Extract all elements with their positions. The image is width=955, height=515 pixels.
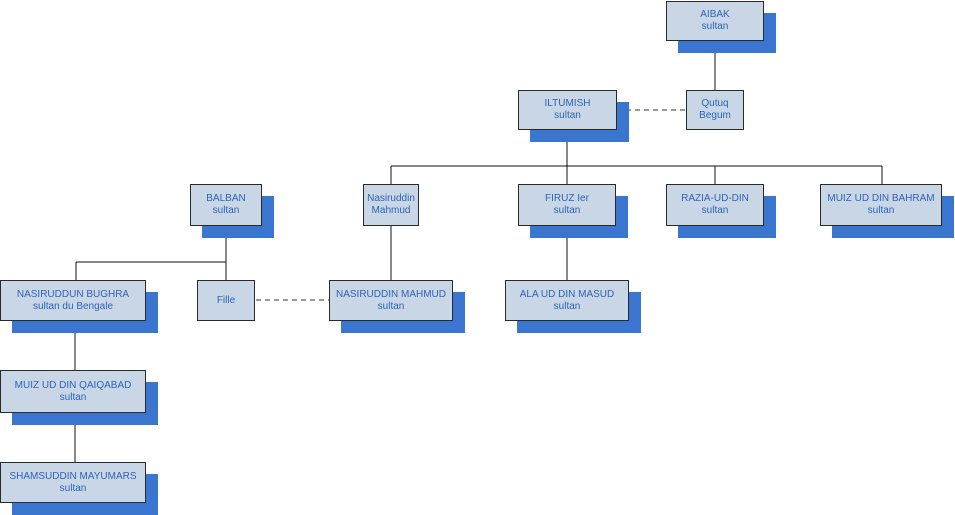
node-title: sultan: [59, 391, 87, 403]
node-title: sultan: [701, 205, 729, 216]
node-name: ILTUMISH: [544, 98, 591, 109]
node-name: SHAMSUDDIN MAYUMARS: [9, 470, 137, 482]
node-title: sultan: [867, 205, 895, 216]
node-name: Qutuq: [701, 98, 729, 109]
node-name: FIRUZ Ier: [545, 193, 589, 204]
node-name: AIBAK: [700, 9, 730, 20]
node-name: NASIRUDDUN BUGHRA: [16, 288, 130, 300]
node-name: BALBAN: [206, 193, 246, 204]
node-title: Begum: [699, 110, 731, 121]
node-name: MUIZ UD DIN BAHRAM: [827, 193, 935, 204]
node-title: Mahmud: [371, 205, 411, 216]
node-name: NASIRUDDIN MAHMUD: [336, 288, 446, 300]
node-title: sultan du Bengale: [32, 300, 114, 312]
node-name: RAZIA-UD-DIN: [681, 193, 749, 204]
node-title: sultan: [553, 205, 581, 216]
node-title: sultan: [212, 205, 240, 216]
node-title: sultan: [553, 300, 581, 312]
node-title: sultan: [59, 482, 87, 494]
node-title: sultan: [377, 300, 405, 312]
node-name: Fille: [216, 294, 236, 306]
node-name: Nasiruddin: [367, 193, 415, 204]
node-box[interactable]: Fille: [197, 280, 255, 321]
node-title: sultan: [701, 21, 729, 32]
node-name: MUIZ UD DIN QAIQABAD: [14, 379, 132, 391]
node-name: ALA UD DIN MASUD: [519, 288, 615, 300]
node-title: sultan: [554, 110, 581, 121]
node-fille[interactable]: Fille: [197, 280, 267, 333]
